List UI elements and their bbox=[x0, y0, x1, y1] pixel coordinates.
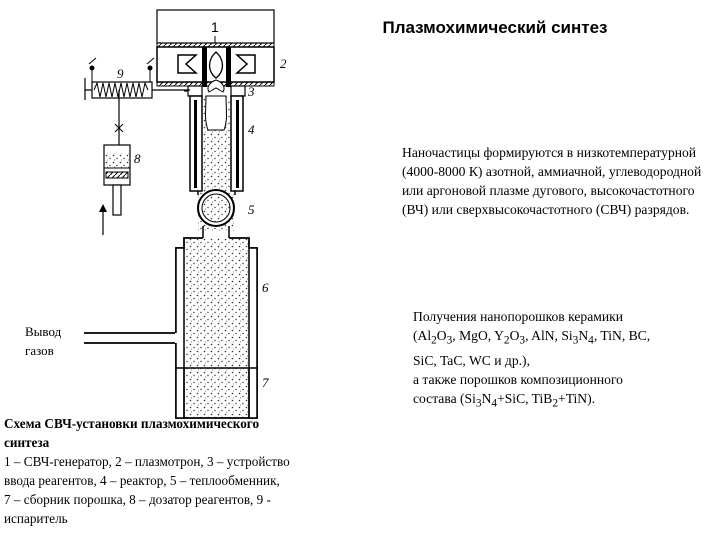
gas-exhaust-label: Вывод газов bbox=[25, 322, 61, 360]
applications-line-2: (Al2O3, MgO, Y2O3, AlN, Si3N4, TiN, BC, bbox=[413, 328, 651, 347]
applications-line-5: состава (Si3N4+SiC, TiB2+TiN). bbox=[413, 390, 596, 410]
label-2: 2 bbox=[280, 56, 287, 71]
label-1: 1 bbox=[211, 19, 219, 35]
figure-caption: Схема СВЧ-установки плазмохимического си… bbox=[4, 414, 384, 528]
applications-line-4: а также порошков композиционного bbox=[413, 371, 623, 387]
evaporator bbox=[84, 57, 190, 100]
label-5: 5 bbox=[248, 202, 255, 217]
applications-text: Получения нанопорошков керамики (Al2O3, … bbox=[413, 307, 708, 413]
generator: 1 bbox=[156, 9, 275, 44]
reactor bbox=[189, 95, 244, 192]
label-6: 6 bbox=[262, 280, 269, 295]
label-9: 9 bbox=[117, 66, 124, 81]
label-3: 3 bbox=[247, 84, 255, 99]
heat-exchanger bbox=[197, 189, 236, 238]
caption-line-3: 7 – сборник порошка, 8 – дозатор реагент… bbox=[4, 492, 271, 507]
gas-exhaust-line-1: Вывод bbox=[25, 324, 62, 339]
caption-title-2: синтеза bbox=[4, 435, 50, 450]
collector-body bbox=[84, 237, 258, 419]
label-8: 8 bbox=[134, 151, 141, 166]
caption-line-1: 1 – СВЧ-генератор, 2 – плазмотрон, 3 – у… bbox=[4, 454, 290, 469]
caption-title-1: Схема СВЧ-установки плазмохимического bbox=[4, 416, 260, 431]
applications-line-3: SiC, TaC, WC и др.), bbox=[413, 352, 530, 368]
gas-exhaust-line-2: газов bbox=[25, 343, 54, 358]
caption-line-2: ввода реагентов, 4 – реактор, 5 – теплоо… bbox=[4, 473, 280, 488]
caption-line-4: испаритель bbox=[4, 511, 68, 526]
reagent-doser bbox=[99, 90, 131, 235]
plasmatron bbox=[156, 42, 275, 93]
applications-line-1: Получения нанопорошков керамики bbox=[413, 309, 624, 324]
slide-title: Плазмохимический синтез bbox=[382, 18, 608, 37]
description-text: Наночастицы формируются в низкотемперату… bbox=[402, 145, 702, 217]
label-7: 7 bbox=[262, 375, 269, 390]
label-4: 4 bbox=[248, 122, 255, 137]
